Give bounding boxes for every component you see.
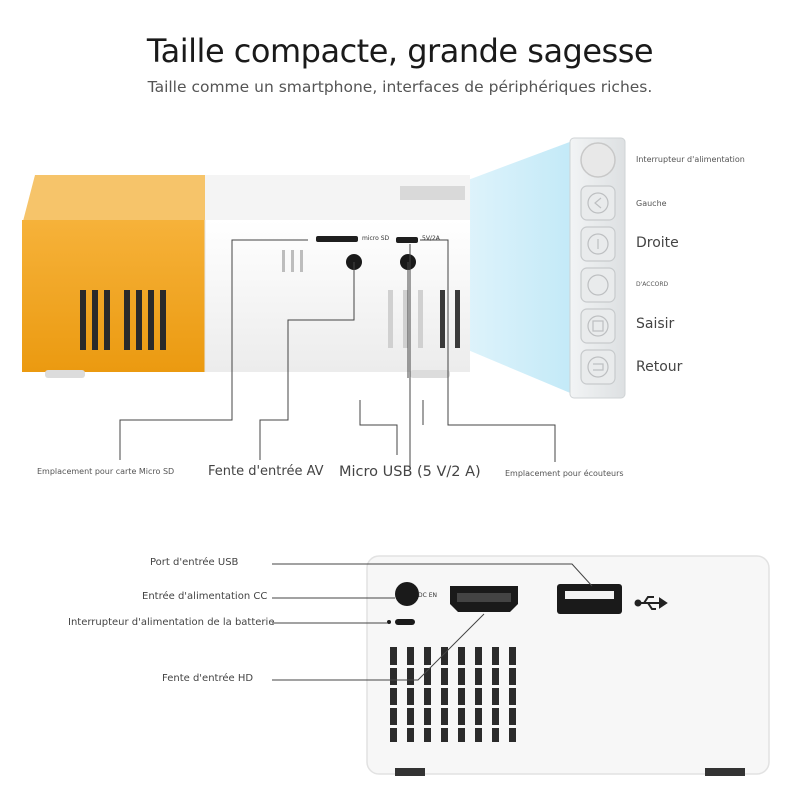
projector-front-orange [22, 220, 205, 372]
projector-side-white [205, 220, 470, 372]
label-ok: D'ACCORD [636, 281, 669, 288]
usb-print: 5V/2A [422, 235, 440, 242]
side-vents [282, 250, 460, 348]
label-right: Droite [636, 235, 679, 251]
label-sd-slot: Emplacement pour carte Micro SD [37, 467, 175, 476]
label-av-input: Fente d'entrée AV [208, 464, 324, 479]
label-power-switch: Interrupteur d'alimentation [636, 155, 745, 164]
projector-top-orange [22, 175, 205, 225]
battery-switch [395, 619, 415, 625]
label-input: Saisir [636, 316, 675, 332]
lens-window [400, 186, 465, 200]
dc-jack [395, 582, 419, 606]
power-button [580, 142, 616, 178]
usb-icon [634, 596, 668, 610]
dc-print: DC EN [418, 592, 437, 599]
label-hd-input: Fente d'entrée HD [162, 673, 254, 684]
sd-print: micro SD [362, 235, 390, 242]
label-micro-usb: Micro USB (5 V/2 A) [339, 464, 481, 480]
page-subtitle: Taille comme un smartphone, interfaces d… [147, 78, 653, 96]
label-battery-switch: Interrupteur d'alimentation de la batter… [68, 617, 275, 628]
panel-button-icons [587, 192, 609, 378]
sd-slot [316, 236, 358, 242]
label-return: Retour [636, 359, 683, 375]
rear-vents [390, 647, 516, 742]
label-dc-input: Entrée d'alimentation CC [142, 591, 268, 602]
panel-buttons [580, 185, 616, 385]
orange-vents [80, 290, 166, 350]
micro-usb-port [396, 237, 418, 243]
top-callout-lines [119, 239, 556, 470]
label-headphone: Emplacement pour écouteurs [505, 469, 624, 478]
bottom-callout-lines [272, 563, 593, 681]
label-usb-input: Port d'entrée USB [150, 557, 239, 568]
label-left: Gauche [636, 199, 667, 208]
page-title: Taille compacte, grande sagesse [146, 32, 654, 70]
